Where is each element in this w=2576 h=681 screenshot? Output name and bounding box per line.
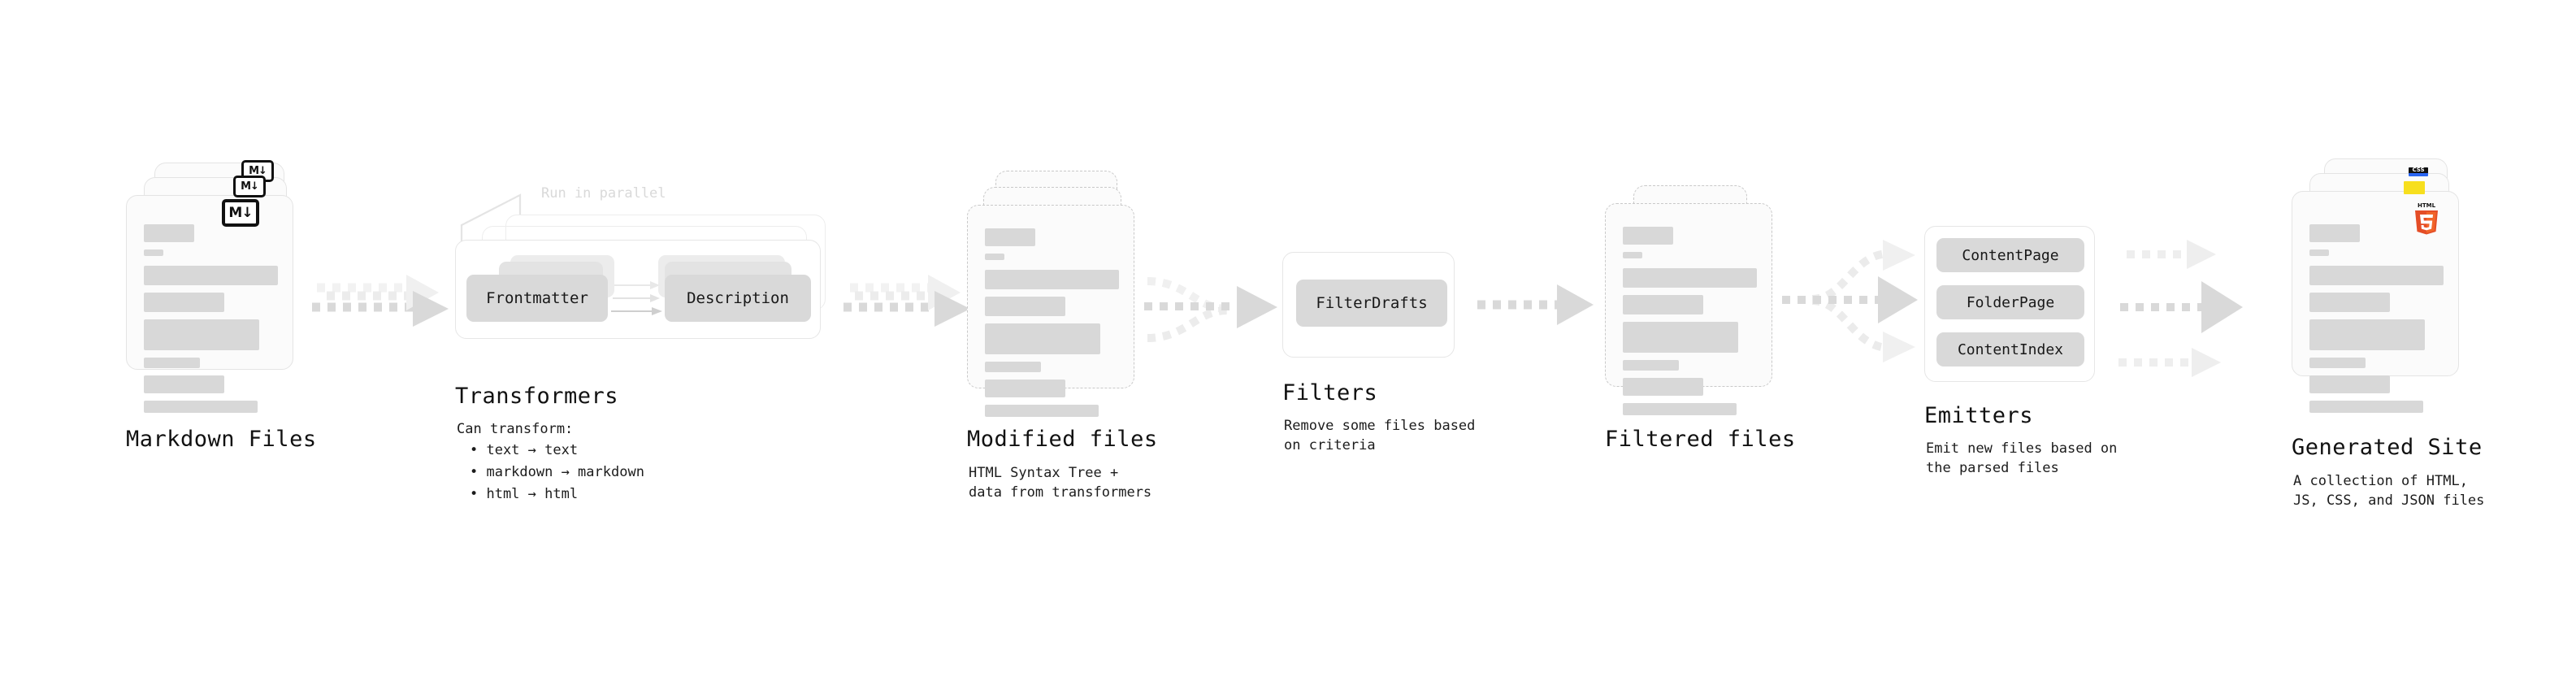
run-in-parallel-bracket (460, 193, 522, 246)
transformer-chip-description[interactable]: Description (665, 275, 811, 322)
filters-description: Remove some files based on criteria (1284, 418, 1476, 453)
emitters-description: Emit new files based on the parsed files (1926, 440, 2118, 476)
markdown-badge-label: M↓ (241, 180, 259, 193)
modified-files-stack (967, 171, 1154, 417)
filtered-files-stack (1605, 185, 1792, 415)
transformer-inner-arrows (611, 281, 662, 315)
transformers-group: Run in parallel Frontmatter Description (455, 185, 837, 358)
css3-badge: CSS (2409, 167, 2428, 176)
document-card-front (126, 195, 293, 413)
transformers-title: Transformers (455, 384, 619, 409)
svg-text:HTML: HTML (2418, 202, 2436, 209)
document-card-front (1605, 203, 1772, 415)
markdown-badge-label: M↓ (249, 165, 267, 177)
emitter-chip-contentindex[interactable]: ContentIndex (1936, 332, 2084, 367)
connector-transformers-to-modified (843, 275, 970, 327)
connector-modified-to-filters (1144, 277, 1277, 342)
transformers-description: Can transform: (457, 421, 574, 437)
connector-filters-to-filtered (1477, 284, 1594, 325)
emitters-title: Emitters (1924, 403, 2034, 428)
run-in-parallel-label: Run in parallel (541, 185, 666, 202)
connector-filtered-to-emitters (1782, 240, 1918, 362)
document-card-front (967, 205, 1134, 417)
generated-site-title: Generated Site (2292, 435, 2483, 460)
css3-badge-label: CSS (2409, 167, 2428, 173)
document-placeholder-lines (144, 224, 278, 413)
filters-box: FilterDrafts (1282, 252, 1455, 358)
filter-chip-filterdrafts[interactable]: FilterDrafts (1296, 280, 1447, 327)
generated-site-description: A collection of HTML, JS, CSS, and JSON … (2293, 473, 2485, 509)
transformer-chip-frontmatter[interactable]: Frontmatter (466, 275, 608, 322)
generated-site-stack: CSS HTML (2292, 158, 2487, 413)
connector-emitters-to-site (2118, 240, 2243, 377)
javascript-badge (2404, 181, 2425, 194)
document-placeholder-lines (985, 228, 1119, 417)
emitter-chip-folderpage[interactable]: FolderPage (1936, 285, 2084, 319)
transformers-bullet-2: • markdown → markdown (470, 464, 644, 480)
markdown-badge-back-1: M↓ (233, 176, 266, 197)
filters-title: Filters (1282, 380, 1378, 406)
markdown-files-title: Markdown Files (126, 427, 317, 452)
document-card-front (2292, 191, 2459, 413)
modified-files-description: HTML Syntax Tree + data from transformer… (969, 465, 1152, 501)
transformers-bullet-3: • html → html (470, 486, 579, 502)
markdown-files-stack: M↓ M↓ M↓ (126, 160, 313, 413)
document-placeholder-lines (1623, 227, 1757, 415)
document-placeholder-lines (2309, 224, 2444, 413)
markdown-badge-front: M↓ (222, 199, 259, 227)
modified-files-title: Modified files (967, 427, 1158, 452)
emitters-box: ContentPage FolderPage ContentIndex (1924, 226, 2095, 382)
transformers-bullet-1: • text → text (470, 442, 579, 458)
filtered-files-title: Filtered files (1605, 427, 1796, 452)
emitter-chip-contentpage[interactable]: ContentPage (1936, 238, 2084, 272)
html5-badge: HTML (2412, 201, 2441, 235)
connector-markdown-to-transformers (312, 275, 449, 327)
